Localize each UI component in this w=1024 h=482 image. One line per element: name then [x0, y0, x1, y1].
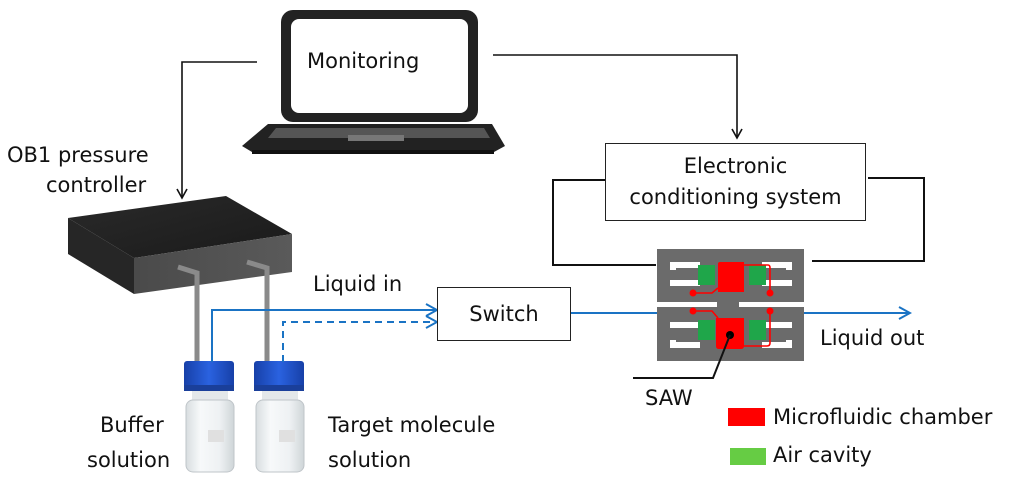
liquid-out-label: Liquid out: [820, 326, 925, 350]
electronics-right-wire: [812, 177, 925, 262]
buffer-label-line1: Buffer: [100, 413, 164, 437]
electronic-conditioning-box: Electronic conditioning system: [605, 143, 866, 221]
electronic-conditioning-label-line1: Electronic: [683, 154, 788, 178]
monitoring-label: Monitoring: [307, 49, 420, 73]
pressure-controller-icon: [68, 196, 292, 294]
legend-label-air-cavity: Air cavity: [773, 443, 872, 467]
legend-swatch-air-cavity: [730, 448, 766, 465]
target-flow-line: [282, 322, 437, 362]
buffer-tube: [177, 264, 200, 362]
target-label-line1: Target molecule: [328, 413, 496, 437]
liquid-in-label: Liquid in: [313, 272, 403, 296]
monitoring-to-controller-connector: [176, 61, 257, 200]
buffer-bottle-icon: [184, 361, 235, 473]
buffer-label-line2: solution: [87, 448, 171, 472]
saw-chip-icon: [657, 249, 804, 361]
electronics-left-wire: [552, 179, 656, 266]
saw-label: SAW: [645, 386, 693, 410]
target-label-line2: solution: [328, 448, 412, 472]
legend-swatch-microfluidic-chamber: [728, 408, 765, 426]
target-bottle-icon: [254, 361, 305, 473]
legend-label-microfluidic-chamber: Microfluidic chamber: [773, 405, 993, 429]
laptop-icon: [242, 10, 505, 154]
saw-pointer-line: [633, 334, 731, 379]
pressure-controller-label-line1: OB1 pressure: [7, 143, 149, 167]
electronic-conditioning-label-line2: conditioning system: [629, 185, 842, 209]
buffer-flow-line: [211, 310, 437, 362]
target-tube: [246, 259, 270, 362]
monitoring-to-electronics-connector: [493, 54, 743, 140]
pressure-controller-label-line2: controller: [46, 173, 147, 197]
switch-label: Switch: [469, 301, 539, 326]
switch-box: Switch: [437, 287, 571, 341]
